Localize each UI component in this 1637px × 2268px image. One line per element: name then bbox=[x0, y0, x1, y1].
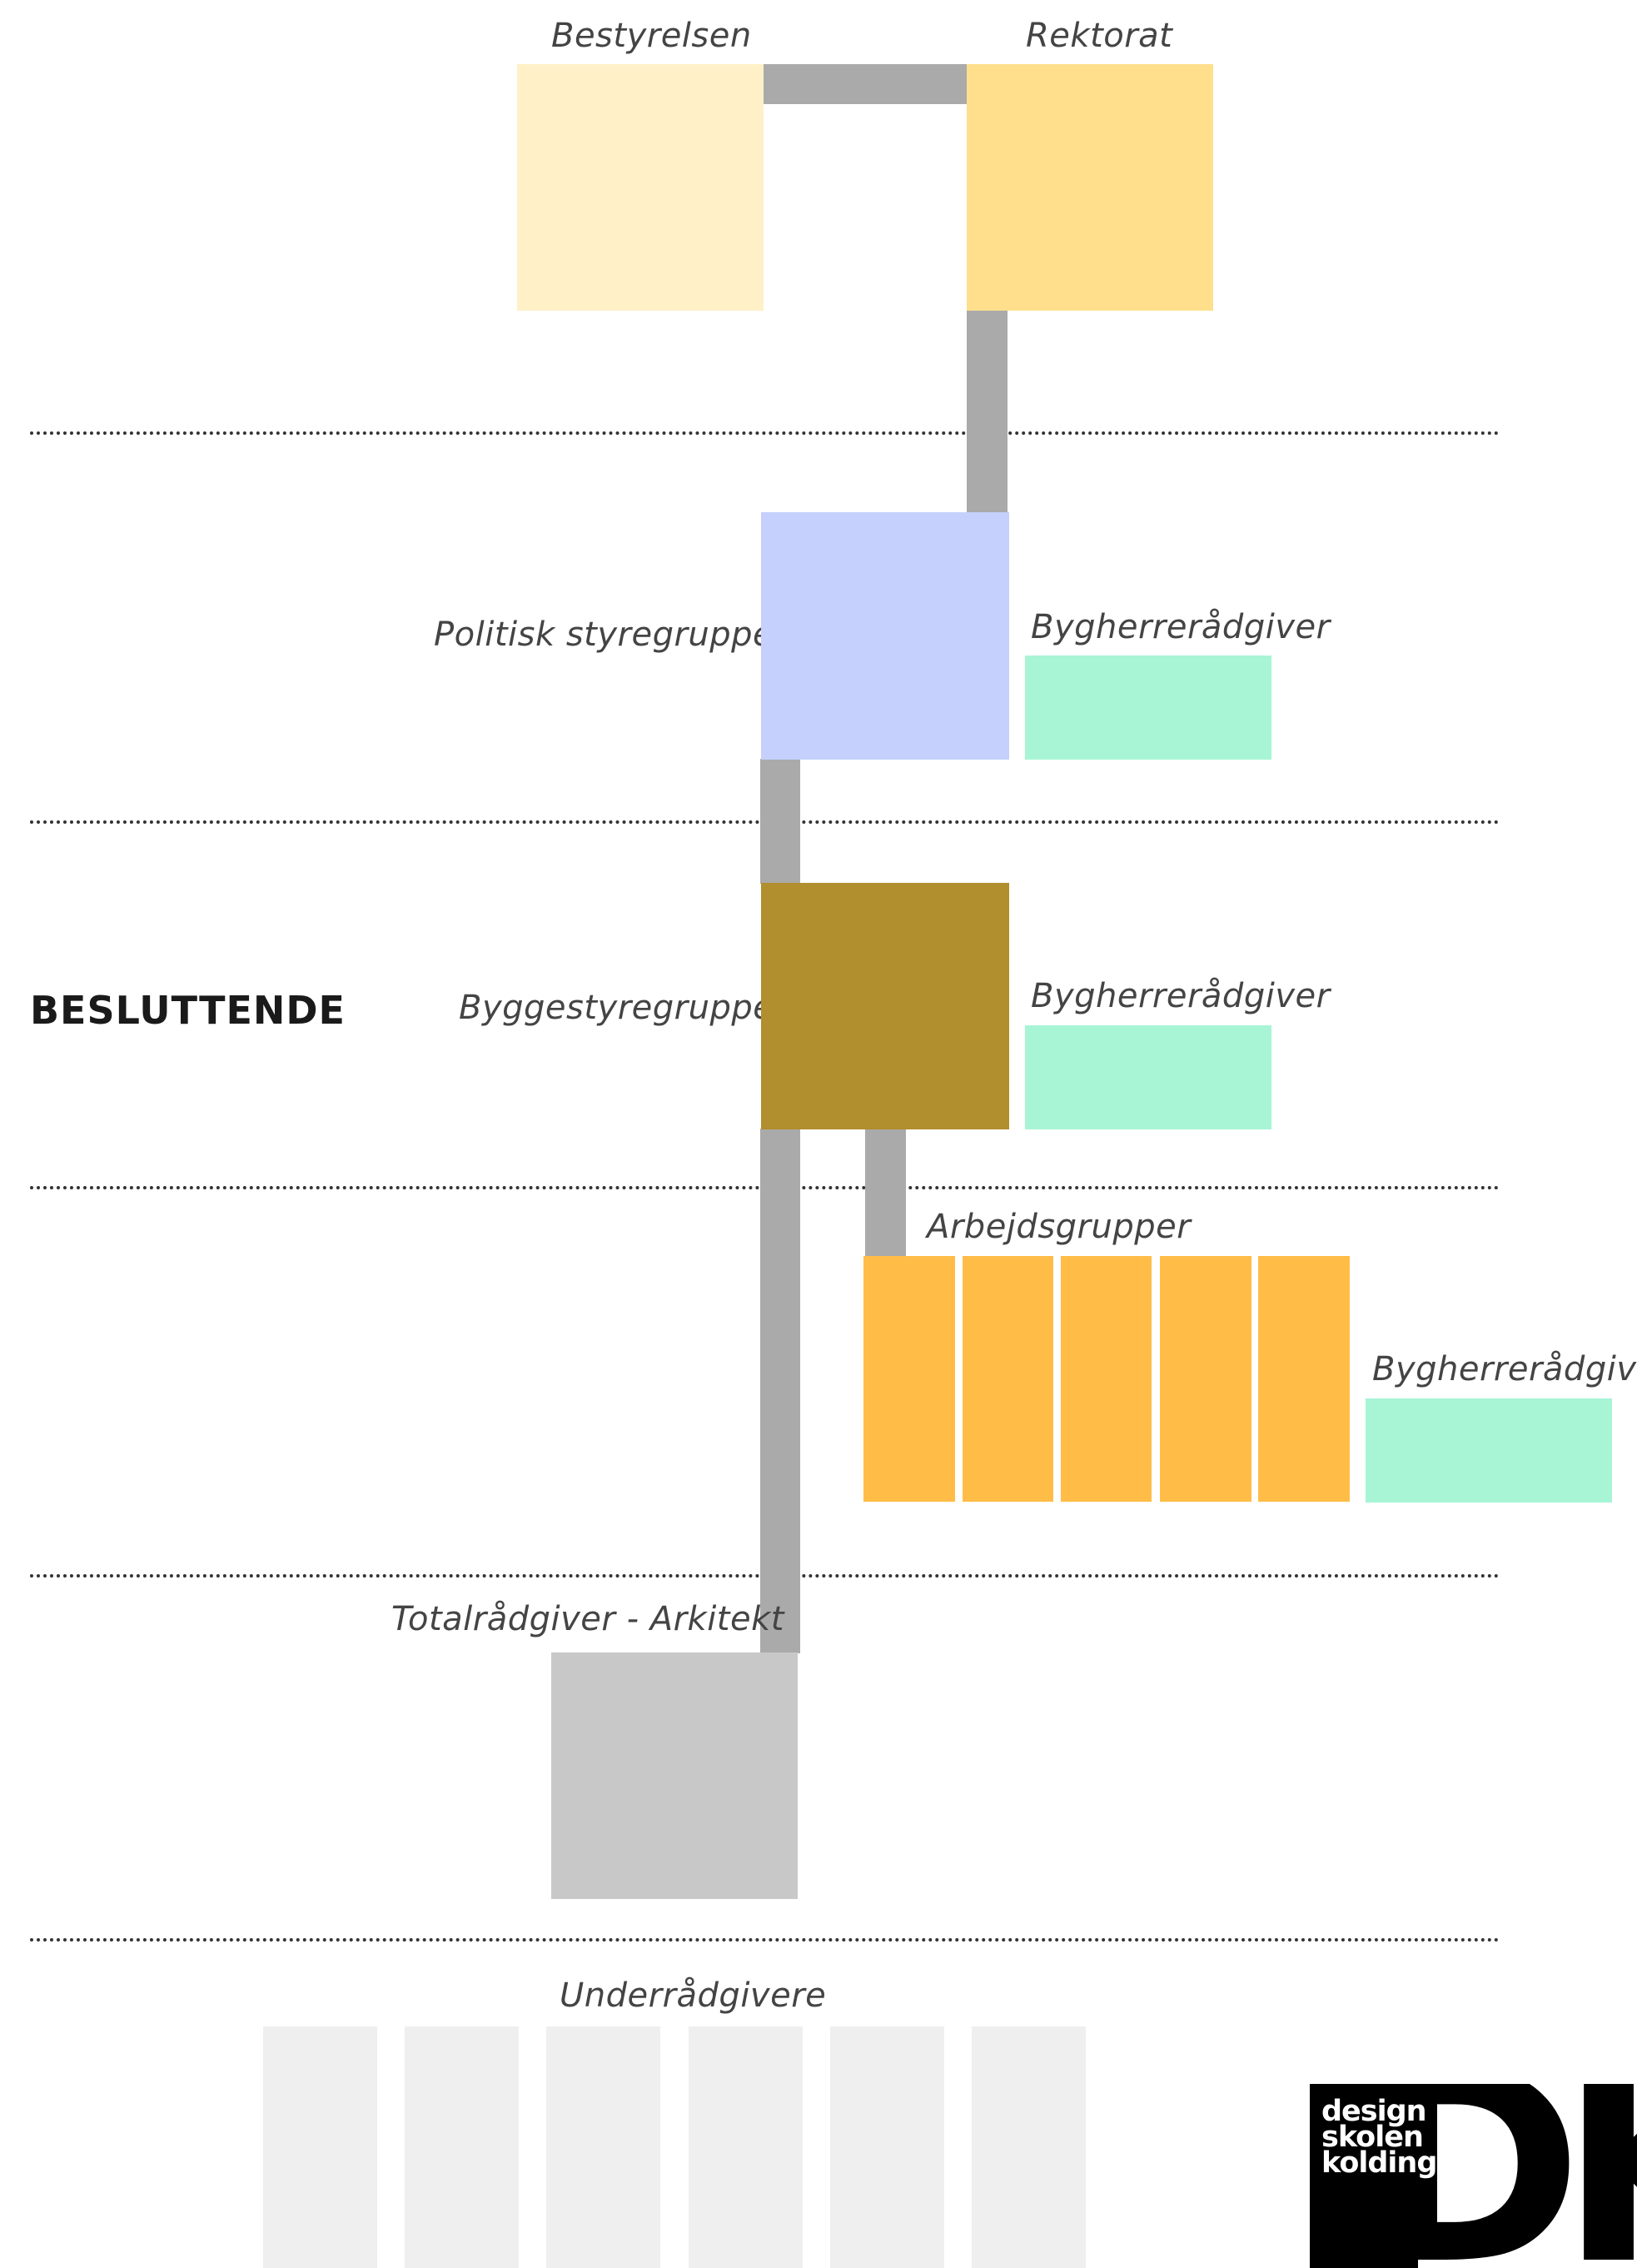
separator-line bbox=[30, 1938, 1500, 1942]
bygherreraadgiver-box bbox=[1025, 655, 1271, 760]
totalraadgiver-box bbox=[551, 1652, 798, 1899]
arbejdsgruppe-box bbox=[1061, 1256, 1152, 1502]
bygherreraadgiver-label: Bygherrerådgiver bbox=[1031, 977, 1331, 1015]
arbejdsgruppe-box bbox=[963, 1256, 1053, 1502]
logo-wordmark: design skolen kolding bbox=[1321, 2095, 1437, 2180]
designskolen-kolding-logo: DK design skolen kolding bbox=[1310, 2084, 1637, 2268]
bestyrelsen-label: Bestyrelsen bbox=[551, 17, 752, 55]
byggestyregruppe-box bbox=[761, 883, 1009, 1129]
bygherreraadgiver-box bbox=[1025, 1025, 1271, 1129]
arbejdsgrupper-label: Arbejdsgrupper bbox=[927, 1208, 1192, 1246]
logo-line-skolen: skolen bbox=[1321, 2121, 1424, 2154]
connector-byggestyre-arbejdsgrupper bbox=[865, 1129, 906, 1258]
logo-line-kolding: kolding bbox=[1321, 2146, 1437, 2180]
underraadgiver-box bbox=[972, 2026, 1086, 2268]
underraadgiver-box bbox=[263, 2026, 377, 2268]
arbejdsgruppe-box bbox=[1160, 1256, 1251, 1502]
connector-politisk-byggestyre bbox=[760, 759, 800, 884]
rektorat-box bbox=[967, 64, 1213, 311]
underraadgiver-box bbox=[830, 2026, 944, 2268]
connector-bestyrelsen-rektorat bbox=[763, 64, 968, 104]
arbejdsgruppe-box bbox=[1258, 1256, 1350, 1502]
politisk-styregruppe-box bbox=[761, 512, 1009, 760]
underraadgiver-box bbox=[689, 2026, 803, 2268]
connector-rektorat-politisk bbox=[967, 310, 1008, 514]
totalraadgiver-label: Totalrådgiver - Arkitekt bbox=[391, 1600, 784, 1638]
logo-line-design: design bbox=[1321, 2095, 1427, 2128]
arbejdsgruppe-box bbox=[863, 1256, 955, 1502]
connector-byggestyre-totalraadgiver bbox=[760, 1129, 800, 1653]
underraadgivere-label: Underrådgivere bbox=[560, 1976, 827, 2015]
underraadgiver-box bbox=[405, 2026, 519, 2268]
bygherreraadgiver-box bbox=[1366, 1398, 1612, 1503]
politisk-styregruppe-label: Politisk styregruppe bbox=[434, 616, 774, 654]
separator-line bbox=[30, 431, 1500, 435]
logo-wordmark-block bbox=[1310, 2084, 1418, 2268]
byggestyregruppe-label: Byggestyregruppe bbox=[459, 989, 774, 1027]
bygherreraadgiver-label: Bygherrerådgiver bbox=[1031, 608, 1331, 646]
bestyrelsen-box bbox=[517, 64, 764, 311]
bygherreraadgiver-label: Bygherrerådgiver bbox=[1372, 1350, 1637, 1388]
underraadgiver-box bbox=[546, 2026, 660, 2268]
section-heading: BESLUTTENDE bbox=[30, 988, 346, 1033]
rektorat-label: Rektorat bbox=[1026, 17, 1173, 55]
